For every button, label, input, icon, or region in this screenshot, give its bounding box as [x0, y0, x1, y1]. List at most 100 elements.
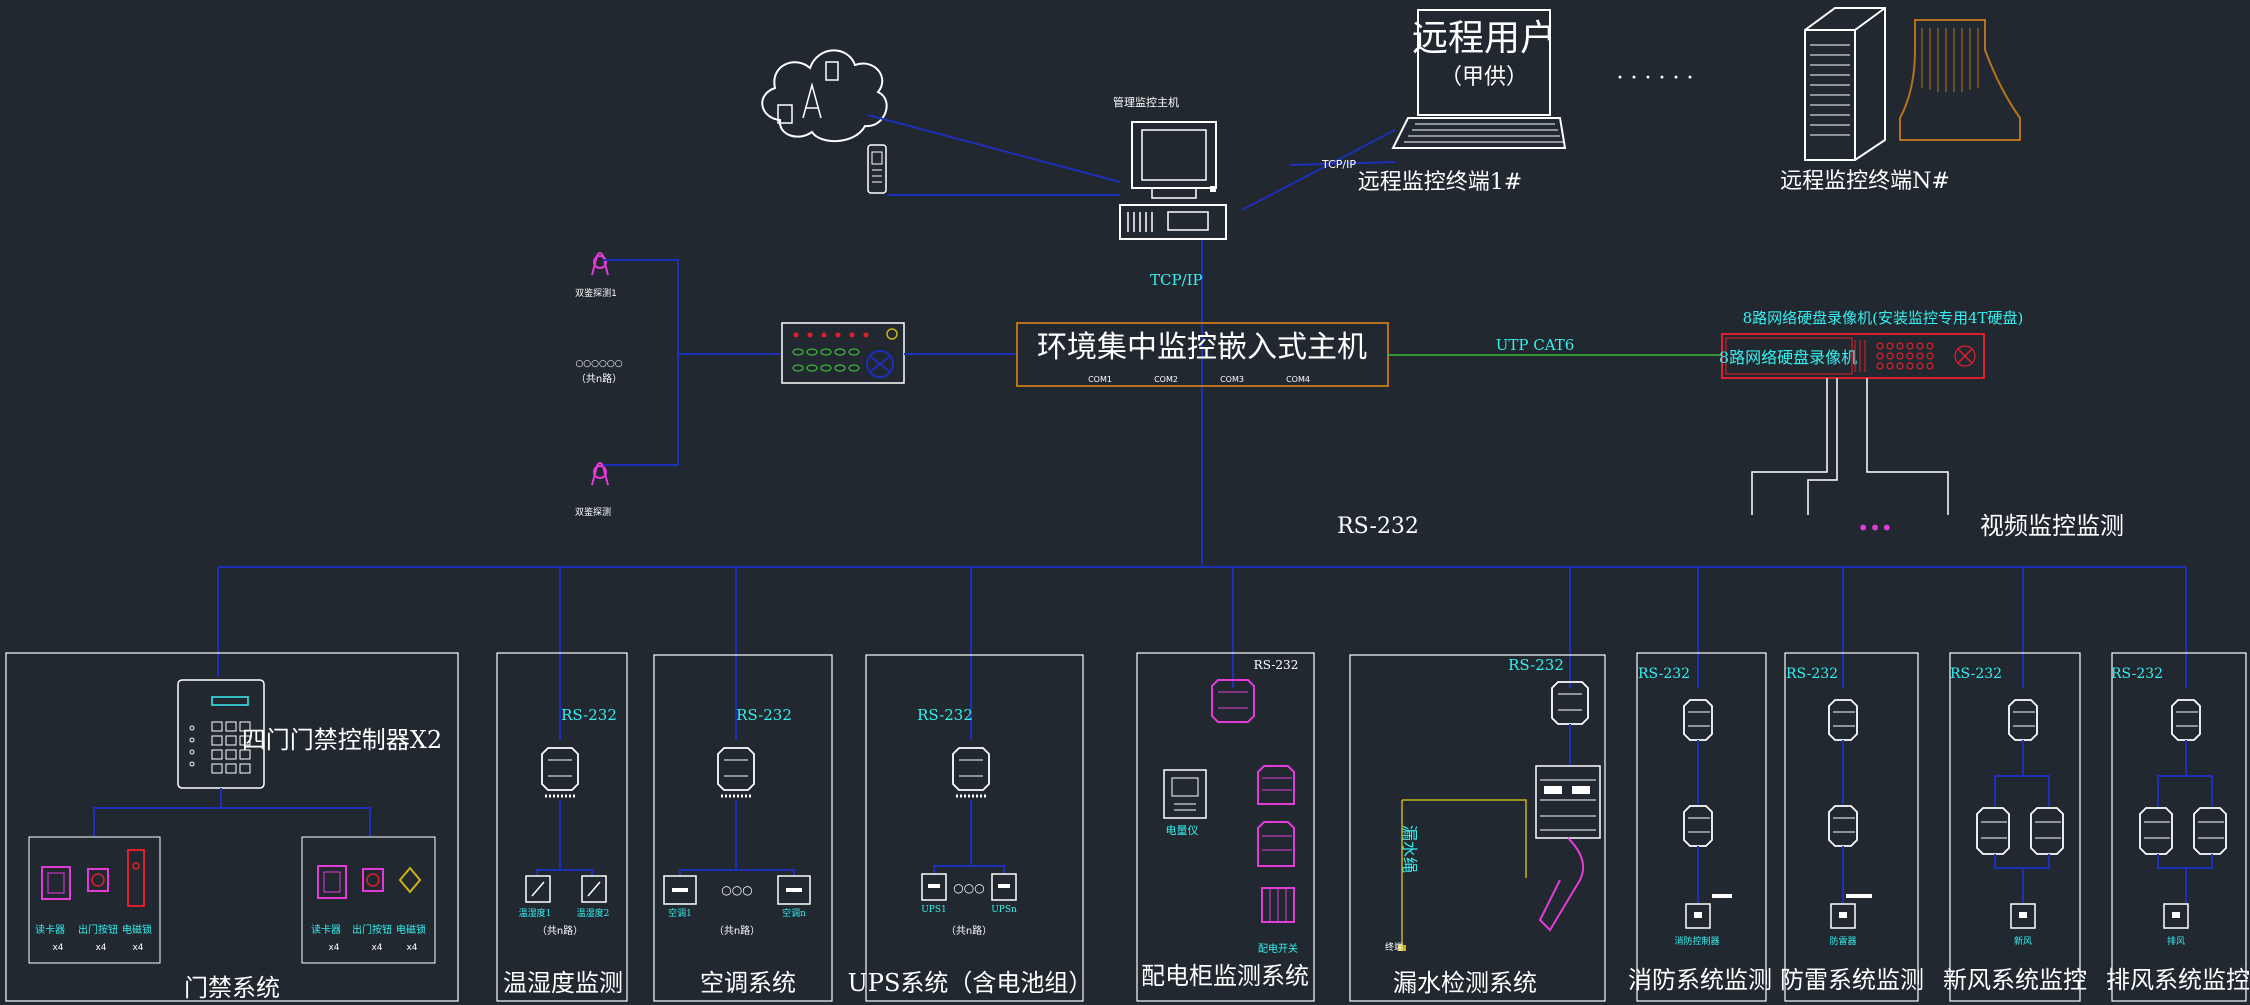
access-left-item-2: 出门按钮 — [78, 923, 118, 936]
fire-rs232-label: RS-232 — [1638, 666, 1690, 682]
ups-item-2: UPSn — [991, 905, 1017, 915]
exhaust-fan-icon — [2163, 903, 2189, 929]
ups-rs232-label: RS-232 — [917, 706, 973, 724]
power-meter-label: 电量仪 — [1166, 824, 1199, 837]
fresh-rs232-label: RS-232 — [1950, 666, 2002, 682]
power-rs232-label: RS-232 — [1254, 658, 1299, 672]
temp-title: 温湿度监测 — [503, 969, 623, 997]
access-right-item-1: 读卡器 — [311, 923, 341, 936]
ac-item-1: 空调1 — [668, 907, 692, 919]
main-host-title: 环境集中监控嵌入式主机 — [1037, 330, 1367, 365]
ups-ellipsis: ○○○ — [953, 881, 984, 895]
leak-end-label: 终端 — [1385, 941, 1403, 953]
rs232-converter-icon — [1683, 699, 1713, 741]
ac-item-2: 空调n — [782, 907, 806, 919]
video-camera-wires — [1751, 378, 1949, 515]
access-left-item-3: 电磁锁 — [122, 923, 152, 936]
sensor-bottom-label: 双鉴探测 — [575, 506, 611, 518]
sensor-mid-label: ○○○○○○ — [575, 359, 622, 369]
io-module-icon — [1828, 805, 1858, 847]
access-title: 门禁系统 — [184, 974, 280, 1002]
power-switch-label: 配电开关 — [1258, 942, 1298, 955]
ac-rs232-label: RS-232 — [736, 706, 792, 724]
io-module-icon — [2139, 807, 2173, 855]
sensor-mid-note: （共n路） — [576, 372, 622, 385]
remote-user-subtitle: （甲供） — [1440, 65, 1528, 90]
ups-unit-icon — [991, 873, 1017, 901]
monitor-display-icon — [1899, 19, 2021, 141]
rs232-converter-icon — [1211, 679, 1255, 723]
power-module-icon — [1257, 765, 1295, 805]
leak-detection-panel: RS-232 漏水绳 终端 漏水检测系统 — [1385, 656, 1601, 997]
lightning-panel: RS-232 防雷器 防雷系统监测 — [1780, 666, 1924, 994]
temp-humidity-panel: RS-232 温湿度1 温湿度2 （共n路） 温湿度监测 — [503, 706, 623, 997]
access-left-qty-3: x4 — [132, 943, 143, 953]
ac-note: （共n路） — [714, 924, 760, 937]
access-right-qty-1: x4 — [328, 943, 339, 953]
temp-rs232-label: RS-232 — [561, 706, 617, 724]
temp-note: （共n路） — [537, 924, 583, 937]
left-sensors: 双鉴探测1 ○○○○○○ （共n路） 双鉴探测 — [575, 252, 782, 518]
access-left-qty-2: x4 — [95, 943, 106, 953]
exhaust-title: 排风系统监控 — [2106, 966, 2250, 994]
fire-panel: RS-232 消防控制器 消防系统监测 — [1628, 666, 1772, 994]
ac-ellipsis: ○○○ — [721, 883, 752, 897]
exit-button-icon — [87, 868, 109, 892]
surge-protector-icon — [1830, 903, 1856, 929]
leak-controller-icon — [1535, 765, 1601, 839]
ups-item-1: UPS1 — [921, 905, 947, 915]
fire-item-label: 消防控制器 — [1674, 935, 1719, 947]
exhaust-panel: RS-232 排风 排风系统监控 — [2106, 666, 2250, 994]
alarm-host-device-icon — [781, 322, 905, 384]
power-title: 配电柜监测系统 — [1141, 962, 1309, 990]
dual-detector-icon — [591, 252, 609, 276]
fresh-title: 新风系统监控 — [1943, 966, 2087, 994]
leak-title: 漏水检测系统 — [1393, 969, 1537, 997]
ups-unit-icon — [921, 873, 947, 901]
magnetic-lock-icon — [127, 849, 145, 907]
ac-title: 空调系统 — [700, 969, 796, 997]
server-tower-icon — [1804, 7, 1886, 161]
fresh-air-unit-icon — [2010, 903, 2036, 929]
door-controller-keypad-icon — [177, 679, 265, 789]
top-wires — [867, 114, 1396, 565]
top-ellipsis: · · · · · · — [1617, 66, 1694, 91]
sensor-top-label: 双鉴探测1 — [575, 287, 617, 299]
air-conditioner-icon — [663, 875, 697, 905]
cloud-icon — [761, 49, 888, 143]
leak-rope-label: 漏水绳 — [1400, 825, 1419, 873]
air-conditioning-panel: RS-232 ○○○ 空调1 空调n （共n路） 空调系统 — [663, 706, 811, 997]
remote-terminal-1-label: 远程监控终端1# — [1358, 170, 1522, 195]
temp-item-1: 温湿度1 — [519, 907, 552, 919]
video-monitoring-label: 视频监控监测 — [1980, 512, 2124, 540]
fire-controller-icon — [1685, 903, 1711, 929]
magnetic-lock-icon — [398, 866, 422, 894]
com-port-2: COM2 — [1154, 375, 1178, 384]
rs232-converter-icon — [541, 747, 579, 798]
temp-humidity-sensor-icon — [581, 875, 607, 903]
io-module-icon — [2193, 807, 2227, 855]
main-embedded-host: 环境集中监控嵌入式主机 COM1 COM2 COM3 COM4 — [1016, 322, 1389, 387]
power-distribution-panel: RS-232 电量仪 配电开关 配电柜监测系统 — [1141, 658, 1309, 990]
nvr-device: 8路网络硬盘录像机(安装监控专用4T硬盘) 8路网络硬盘录像机 — [1719, 309, 2024, 379]
rs232-converter-icon — [717, 747, 755, 798]
tcpip-label: TCP/IP — [1150, 271, 1203, 289]
thunder-item-label: 防雷器 — [1829, 935, 1856, 947]
com-port-3: COM3 — [1220, 375, 1244, 384]
exit-button-icon — [362, 868, 384, 892]
temp-item-2: 温湿度2 — [577, 907, 610, 919]
mobile-phone-icon — [867, 144, 887, 194]
com-port-4: COM4 — [1286, 375, 1310, 384]
nvr-label: 8路网络硬盘录像机 — [1719, 348, 1857, 367]
rs232-converter-icon — [1551, 681, 1589, 725]
fresh-item-label: 新风 — [2014, 935, 2032, 947]
access-right-qty-2: x4 — [371, 943, 382, 953]
video-dots: ••• — [1857, 516, 1892, 540]
exhaust-item-label: 排风 — [2167, 935, 2185, 947]
fresh-air-panel: RS-232 新风 新风系统监控 — [1943, 666, 2087, 994]
io-module-icon — [1683, 805, 1713, 847]
card-reader-icon — [41, 866, 71, 900]
nvr-caption: 8路网络硬盘录像机(安装监控专用4T硬盘) — [1743, 309, 2024, 327]
io-module-icon — [2030, 807, 2064, 855]
